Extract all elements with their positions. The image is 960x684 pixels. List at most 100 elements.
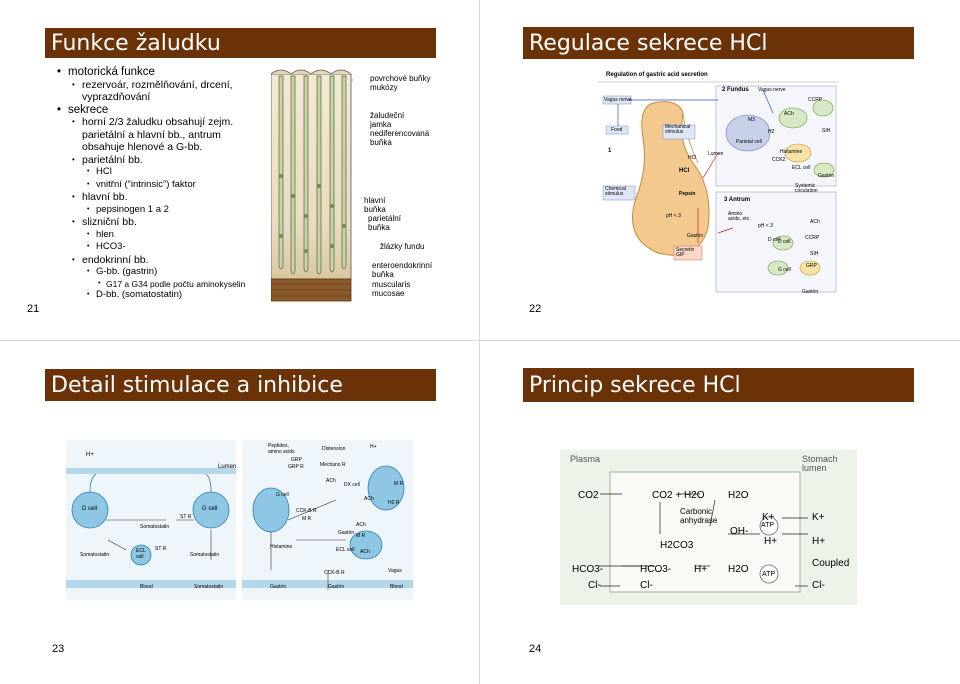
figure-label: Gastrin [687, 233, 704, 239]
figure-label: HCl [688, 155, 697, 161]
formula-label: H+ [812, 536, 826, 547]
figure-label: Blood [140, 584, 153, 590]
bullet-item: hlen [54, 229, 264, 242]
histology-label: parietální buňka [368, 214, 401, 232]
figure-label: Lumen [218, 464, 237, 470]
figure-label: D cell [82, 506, 98, 512]
figure-label: CCRP [808, 97, 823, 103]
figure-label: ACh [784, 111, 794, 117]
figure-label: ACh [364, 496, 374, 502]
figure-label: Lumen [708, 151, 724, 157]
figure-label: H+ [86, 452, 94, 458]
figure-label: Food [611, 127, 623, 133]
formula-label: ATP [761, 522, 775, 529]
figure-label: DX cell [344, 482, 360, 488]
formula-label: H2O [728, 564, 749, 575]
figure-label: CCRP [805, 235, 820, 241]
slide-divider-horizontal [0, 340, 960, 341]
formula-label: Cl- [588, 580, 601, 591]
figure-label: Gastrin [338, 530, 355, 536]
figure-label: ACh [356, 522, 366, 528]
slide-24: Princip sekrece HCl Plasma Stomach lumen… [480, 341, 960, 684]
figure-label: 2 Fundus [722, 87, 749, 93]
page-number: 23 [52, 643, 65, 655]
slide-title: Regulace sekrece HCl [523, 27, 914, 59]
bullet-item: motorická funkce [54, 66, 264, 79]
formula-label: H+ [694, 564, 708, 575]
figure-label: Somatostatin [80, 552, 110, 558]
slide-divider-vertical [479, 0, 480, 684]
figure-label: GRP [806, 263, 817, 269]
figure-label: H2 [768, 129, 775, 135]
slide-23: Detail stimulace a inhibice H+ Lumen D c… [0, 341, 479, 684]
figure-label: Amino acids, etc. [728, 211, 751, 222]
figure-label: pH < 3 [758, 223, 773, 229]
figure-label: D cell [778, 239, 791, 245]
figure-label: Vagus [388, 568, 402, 574]
figure-label: Pepsin [679, 191, 696, 197]
figure-label: G cell [778, 267, 791, 273]
histology-label: žlázky fundu [380, 242, 425, 251]
histology-label: hlavní buňka [364, 196, 386, 214]
figure-label: ST R [155, 546, 167, 552]
bullet-item: sekrece [54, 104, 264, 117]
figure-label: Gastrin [802, 289, 819, 295]
histology-label: muscularis mucosae [372, 280, 411, 298]
bullet-item: HCO3- [54, 241, 264, 254]
slide-title: Detail stimulace a inhibice [45, 369, 436, 401]
figure-label: ACh [326, 478, 336, 484]
figure-label: ECL cell [792, 165, 811, 171]
figure-label: Histamine [270, 544, 293, 550]
figure-label: Gastrin [818, 173, 835, 179]
figure-label: H+ [370, 444, 377, 450]
figure-label: G cell [276, 492, 289, 498]
figure-label: CCK-B R [324, 570, 345, 576]
figure-label: Blood [390, 584, 403, 590]
page-number: 21 [27, 303, 40, 315]
bullet-item: horní 2/3 žaludku obsahují zejm. parietá… [54, 116, 264, 154]
figure-label: Histamine [780, 149, 803, 155]
figure-label: 3 Antrum [724, 197, 751, 203]
bullet-item: slizniční bb. [54, 216, 264, 229]
formula-label: Cl- [640, 580, 653, 591]
formula-label: K+ [812, 512, 825, 523]
histology-label: žaludeční jamka [370, 111, 405, 129]
slide-title: Funkce žaludku [45, 28, 436, 58]
formula-label: ATP [762, 571, 776, 578]
figure-label: Vagus nerve [604, 97, 632, 103]
figure-label: Mechano R [320, 462, 346, 468]
bullet-item: D-bb. (somatostatin) [54, 289, 264, 302]
figure-label: SIH [810, 251, 819, 257]
formula-label: CO2 [578, 490, 599, 501]
figure-label: ACh [360, 549, 370, 555]
plasma-label: Plasma [570, 454, 601, 464]
figure-label: CCK-B R [296, 508, 317, 514]
figure-label: Systemic circulation [795, 183, 818, 194]
figure-label: ECL cell [136, 548, 146, 560]
figure-label: CCK2 [772, 157, 786, 163]
figure-label: Chemical stimulus [605, 186, 626, 197]
figure-label: Secretin GIP [676, 247, 695, 258]
page-number: 24 [529, 643, 542, 655]
bullet-item: parietální bb. [54, 154, 264, 167]
formula-label: Carbonic anhydrase [680, 507, 718, 525]
histology-label: nediferencovaná buňka [370, 129, 430, 147]
bullet-item: vnitřní (“intrinsic”) faktor [54, 179, 264, 192]
figure-label: Gastrin [328, 584, 345, 590]
figure-label: Somatostatin [190, 552, 220, 558]
bullet-item: HCl [54, 166, 264, 179]
figure-label: GRP [291, 457, 302, 463]
hcl-regulation-figure [598, 68, 838, 296]
formula-label: H+ [764, 536, 778, 547]
bullet-item: G-bb. (gastrin) [54, 266, 264, 279]
stimulation-inhibition-figure [66, 440, 413, 600]
figure-heading: Regulation of gastric acid secretion [606, 72, 708, 78]
histology-label: enteroendokrinní buňka [372, 261, 433, 279]
bullet-item: rezervoár, rozmělňování, drcení, vyprazd… [54, 79, 264, 104]
gastric-gland-illustration [271, 69, 353, 302]
formula-label: H2CO3 [660, 540, 694, 551]
figure-label: ACh [810, 219, 820, 225]
bullet-item: G17 a G34 podle počtu aminokyselin [54, 279, 264, 289]
slide-21: Funkce žaludku motorická funkce rezervoá… [0, 0, 479, 340]
slide-title: Princip sekrece HCl [523, 368, 914, 402]
